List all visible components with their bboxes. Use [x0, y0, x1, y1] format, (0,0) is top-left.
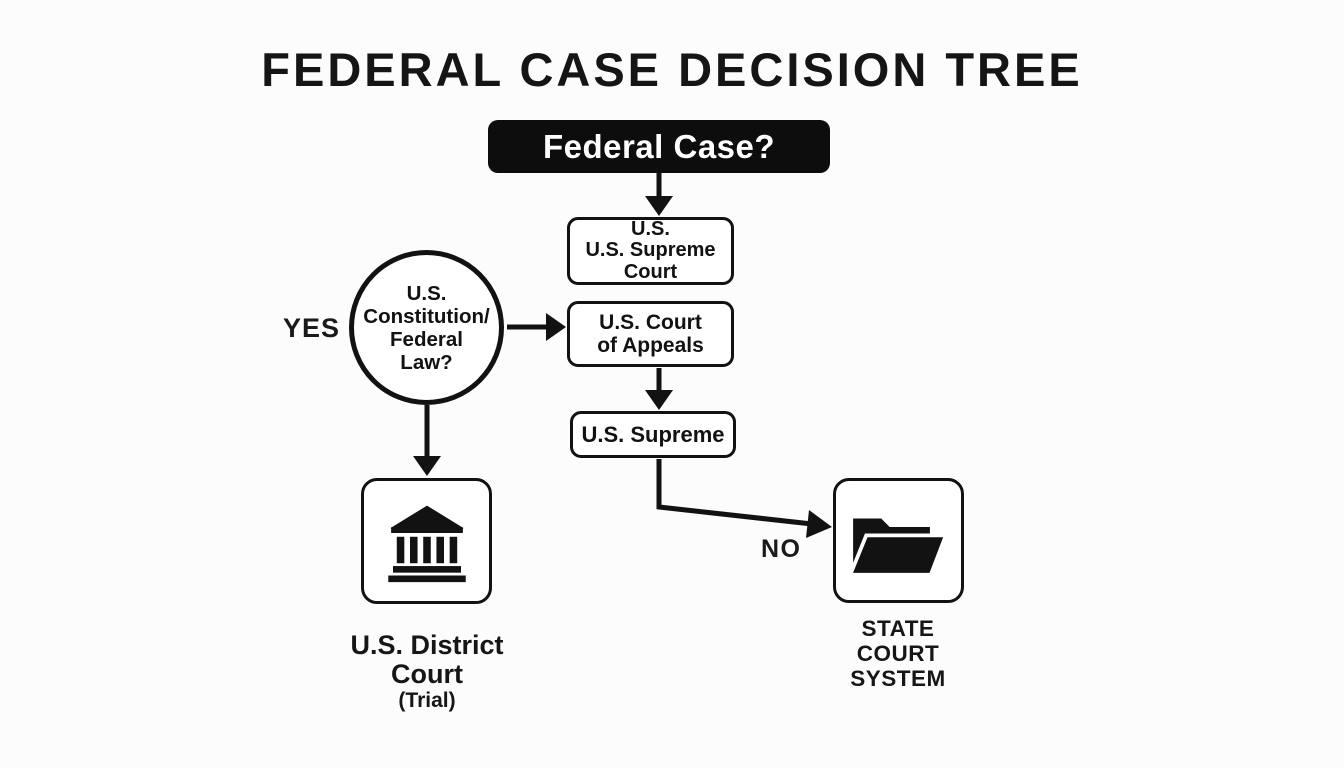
node-line: U.S. [631, 217, 670, 240]
no-branch-label: NO [761, 535, 802, 563]
arrow-decision-to-appeals [507, 313, 566, 341]
node-state-court-system [833, 478, 964, 603]
arrow-decision-to-district [413, 405, 441, 476]
node-line: Federal [390, 327, 463, 351]
node-line: of Appeals [597, 334, 704, 357]
caption-subtitle: (Trial) [398, 689, 456, 712]
diagram-title: FEDERAL CASE DECISION TREE [261, 43, 1083, 96]
arrow-appeals-to-supreme [645, 368, 673, 410]
arrow-supreme-to-state [656, 459, 832, 538]
open-folder-icon [847, 518, 949, 577]
node-district-court [361, 478, 492, 604]
caption-line: STATE [861, 616, 935, 641]
node-line: U.S. Supreme [585, 239, 716, 262]
node-us-supreme: U.S. Supreme [570, 411, 736, 458]
yes-branch-label: YES [283, 313, 341, 343]
caption-line: U.S. District [350, 630, 504, 660]
node-court-of-appeals: U.S. Court of Appeals [567, 301, 734, 367]
courthouse-icon [387, 505, 466, 582]
caption-line: Court [391, 658, 463, 689]
node-us-supreme-court: U.S. U.S. Supreme Court [567, 217, 734, 285]
caption-line: SYSTEM [850, 666, 946, 691]
arrow-root-to-supreme-court [645, 173, 673, 216]
node-line: U.S. Court [599, 311, 702, 334]
node-federal-case: Federal Case? [488, 120, 830, 173]
caption-line: COURT [856, 641, 940, 666]
node-line: U.S. Supreme [581, 421, 725, 447]
node-line: U.S. [406, 281, 447, 305]
node-constitution-decision: U.S. Constitution/ Federal Law? [349, 250, 504, 405]
node-line: Law? [400, 350, 453, 374]
district-court-caption: U.S. District Court (Trial) [317, 631, 537, 714]
node-federal-case-label: Federal Case? [542, 127, 776, 165]
state-court-caption: STATE COURT SYSTEM [822, 616, 974, 691]
node-line: Constitution/ [363, 304, 490, 328]
node-line: Court [623, 260, 678, 283]
